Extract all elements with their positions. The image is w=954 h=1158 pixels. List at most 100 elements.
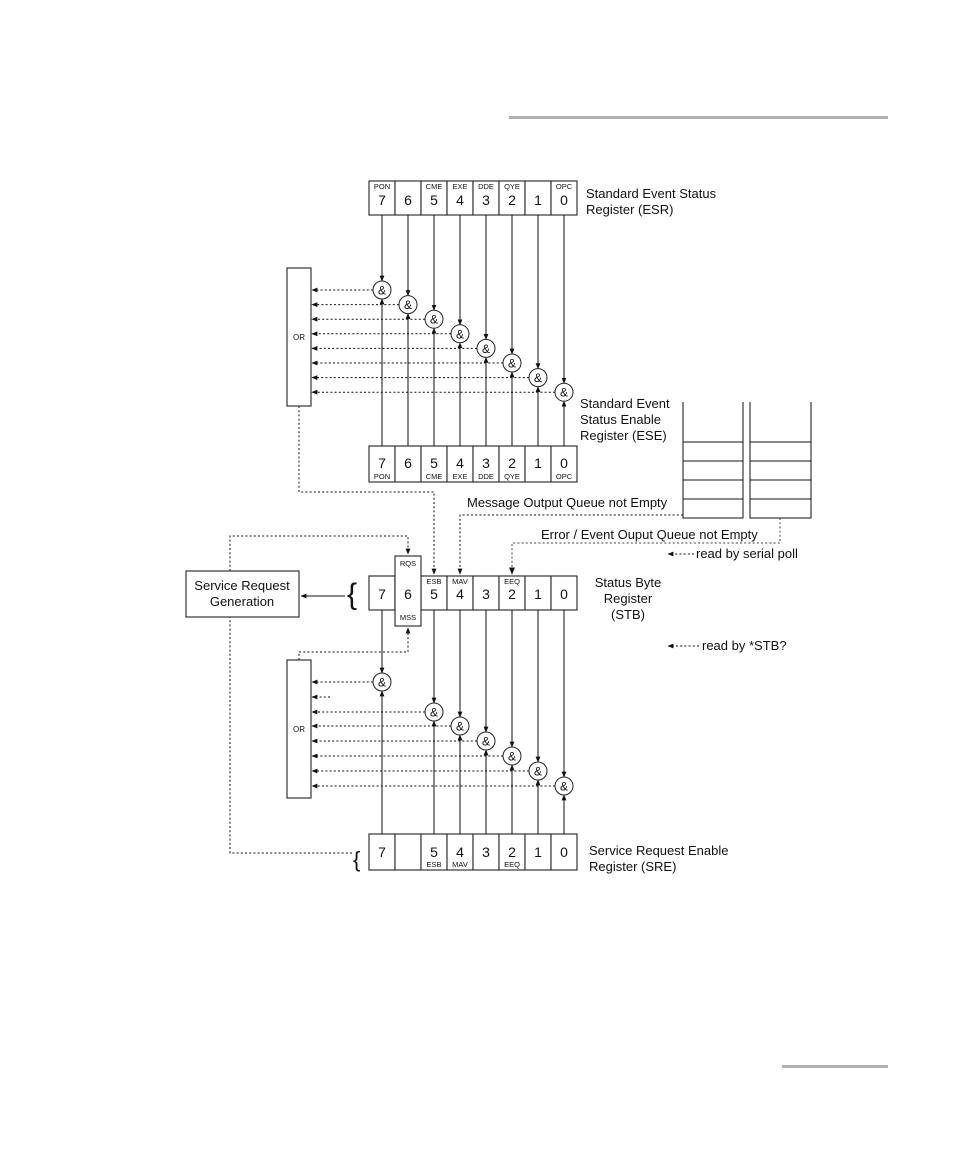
sre-bit-cell-3 <box>446 833 474 871</box>
or-gate-upper <box>286 267 312 407</box>
stb-bit-number-0: 7 <box>378 586 386 602</box>
stb-bit-cell-2 <box>420 575 448 611</box>
and-gate-upper-7: & <box>554 382 574 402</box>
sre-bit-label-2: ESB <box>426 860 441 869</box>
stb-bit-number-4: 3 <box>482 586 490 602</box>
esr-title-line2: Register (ESR) <box>586 202 673 217</box>
message-queue-label: Message Output Queue not Empty <box>467 495 668 510</box>
or-upper-to-esb-wire <box>298 406 437 575</box>
ese-bit-number-3: 4 <box>456 455 464 471</box>
and-gate-lower-4: & <box>476 731 496 751</box>
stb-bit-cell-5 <box>498 575 526 611</box>
message-output-queue <box>682 402 744 519</box>
and-gate-lower-2: & <box>424 702 444 722</box>
ese-bit-cell-3 <box>446 445 474 483</box>
esr-bit-label-4: DDE <box>478 182 494 191</box>
ese-bit-label-2: CME <box>426 472 443 481</box>
or-label-upper: OR <box>293 333 305 342</box>
sre-bit-number-0: 7 <box>378 844 386 860</box>
ese-title-line1: Standard Event <box>580 396 670 411</box>
and-gate-lower-5-symbol: & <box>508 750 516 764</box>
stb-bit-cell-0 <box>368 575 396 611</box>
ese-bit-cell-7 <box>550 445 578 483</box>
serial-poll-label: read by serial poll <box>696 546 798 561</box>
stb-query-label: read by *STB? <box>702 638 787 653</box>
and-gate-lower-4-symbol: & <box>482 735 490 749</box>
ese-bit-cell-4 <box>472 445 500 483</box>
stb-bit6-extended-cell <box>394 555 422 627</box>
and-gate-upper-0-circle <box>372 280 392 300</box>
and-gate-lower-5-circle <box>502 746 522 766</box>
and-gate-lower-6: & <box>528 761 548 781</box>
stb-bit-label-3: MAV <box>452 577 468 586</box>
sre-bit-number-3: 4 <box>456 844 464 860</box>
and-gate-upper-6: & <box>528 368 548 388</box>
sre-brace: { <box>353 847 360 872</box>
and-gate-upper-6-symbol: & <box>534 371 542 385</box>
and-gate-upper-3-circle <box>450 324 470 344</box>
service-request-generation-box <box>185 570 300 618</box>
esr-bit-number-1: 6 <box>404 192 412 208</box>
stb-bit-number-5: 2 <box>508 586 516 602</box>
ese-title-line3: Register (ESE) <box>580 428 667 443</box>
ese-bit-label-4: DDE <box>478 472 494 481</box>
and-gate-upper-4-symbol: & <box>482 342 490 356</box>
esr-bit-number-0: 7 <box>378 192 386 208</box>
esr-bit-number-4: 3 <box>482 192 490 208</box>
and-gate-upper-1-symbol: & <box>404 298 412 312</box>
error-event-queue <box>749 402 812 519</box>
sre-title-line2: Register (SRE) <box>589 859 676 874</box>
stb-bit-number-7: 0 <box>560 586 568 602</box>
or-lower-to-mss-wire <box>299 627 411 653</box>
esr-bit-cell-5 <box>498 180 526 216</box>
and-gate-lower-5: & <box>502 746 522 766</box>
ese-bit-number-1: 6 <box>404 455 412 471</box>
and-gate-lower-2-symbol: & <box>430 706 438 720</box>
sre-bit-cell-4 <box>472 833 500 871</box>
or-label-lower: OR <box>293 725 305 734</box>
ese-bit-number-7: 0 <box>560 455 568 471</box>
srq-label-line1: Service Request <box>194 578 290 593</box>
stb-title-line2: Register <box>604 591 653 606</box>
stb-mss-label: MSS <box>400 613 416 622</box>
ese-bit-number-5: 2 <box>508 455 516 471</box>
stb-rqs-label: RQS <box>400 559 416 568</box>
and-gate-upper-2-symbol: & <box>430 313 438 327</box>
ese-bit-label-5: QYE <box>504 472 520 481</box>
stb-bit-label-5: EEQ <box>504 577 520 586</box>
esr-bit-label-7: OPC <box>556 182 573 191</box>
stb-bit-number-3: 4 <box>456 586 464 602</box>
and-gate-lower-3: & <box>450 716 470 736</box>
and-gate-upper-1-circle <box>398 295 418 315</box>
and-gate-upper-2-circle <box>424 309 444 329</box>
stb-bit-number-2: 5 <box>430 586 438 602</box>
esr-bit-number-7: 0 <box>560 192 568 208</box>
ese-bit-number-2: 5 <box>430 455 438 471</box>
sre-bit-number-6: 1 <box>534 844 542 860</box>
and-gate-upper-0: & <box>372 280 392 300</box>
and-gate-upper-3: & <box>450 324 470 344</box>
esr-bit-number-5: 2 <box>508 192 516 208</box>
and-gate-lower-7-circle <box>554 776 574 796</box>
or-gate-lower <box>286 659 312 799</box>
and-gate-lower-4-circle <box>476 731 496 751</box>
esr-bit-label-2: CME <box>426 182 443 191</box>
ese-bit-cell-1 <box>394 445 422 483</box>
ese-bit-label-0: PON <box>374 472 390 481</box>
sre-bit-cell-2 <box>420 833 448 871</box>
stb-bit-number-6: 1 <box>534 586 542 602</box>
esr-bit-number-3: 4 <box>456 192 464 208</box>
and-gate-lower-3-symbol: & <box>456 720 464 734</box>
esr-bit-cell-7 <box>550 180 578 216</box>
stb-brace: { <box>347 578 357 611</box>
header-rule <box>509 116 888 119</box>
sre-bit-cell-1 <box>394 833 422 871</box>
error-queue-label: Error / Event Ouput Queue not Empty <box>541 527 758 542</box>
and-gate-upper-5-circle <box>502 353 522 373</box>
and-gate-upper-0-symbol: & <box>378 284 386 298</box>
and-gate-lower-7: & <box>554 776 574 796</box>
and-gate-lower-7-symbol: & <box>560 780 568 794</box>
